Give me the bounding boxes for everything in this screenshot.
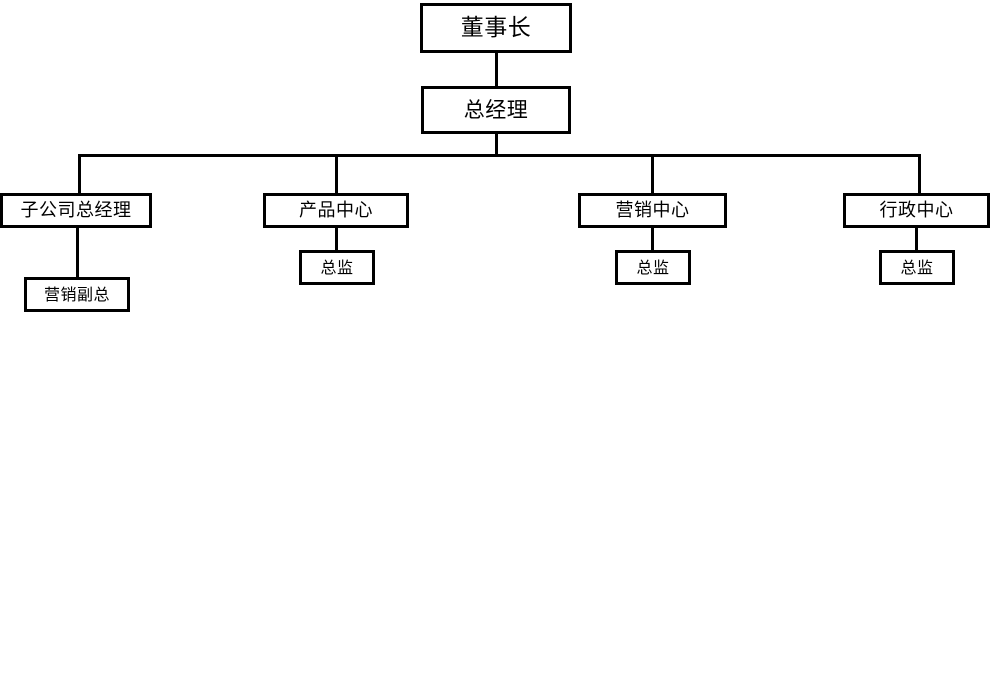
connector-product-to-director [335,228,338,252]
connector-bus-drop-admin [918,154,921,193]
org-node-label-general-manager: 总经理 [463,97,529,122]
org-node-label-admin-director: 总监 [900,257,934,277]
connector-chairman-to-gm [495,53,498,86]
org-node-label-marketing-vice-president: 营销副总 [43,284,110,304]
org-node-admin-center[interactable]: 行政中心 [843,193,990,228]
connector-gm-stem-down [495,134,498,156]
org-node-label-subsidiary-general-manager: 子公司总经理 [20,199,132,221]
org-node-admin-director[interactable]: 总监 [879,250,955,285]
connector-bus-drop-product [335,154,338,193]
connector-subsidiary-to-vp [76,228,79,279]
connector-bus-drop-marketing [651,154,654,193]
org-node-marketing-director[interactable]: 总监 [615,250,691,285]
org-node-marketing-center[interactable]: 营销中心 [578,193,727,228]
org-node-label-admin-center: 行政中心 [879,199,954,221]
org-node-label-marketing-director: 总监 [636,257,670,277]
org-node-label-product-center: 产品中心 [299,199,373,221]
org-node-label-product-director: 总监 [320,257,354,277]
org-node-product-director[interactable]: 总监 [299,250,375,285]
org-node-chairman[interactable]: 董事长 [420,3,572,53]
org-node-marketing-vice-president[interactable]: 营销副总 [24,277,130,312]
org-node-subsidiary-general-manager[interactable]: 子公司总经理 [0,193,152,228]
connector-bus-drop-subsidiary [78,154,81,193]
org-node-label-chairman: 董事长 [460,14,532,41]
org-node-general-manager[interactable]: 总经理 [421,86,571,134]
connector-level3-bus [78,154,921,157]
connector-admin-to-director [915,228,918,252]
org-node-label-marketing-center: 营销中心 [615,199,690,221]
connector-marketing-to-director [651,228,654,252]
org-node-product-center[interactable]: 产品中心 [263,193,409,228]
